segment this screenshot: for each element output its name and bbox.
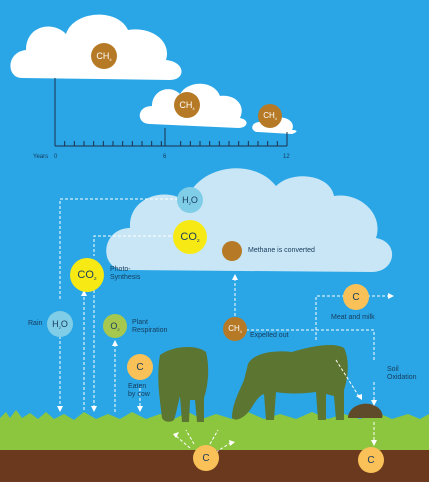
timeline-tick-12: 12 — [283, 154, 290, 160]
timeline-label: Years — [33, 154, 49, 160]
methane-converted-label: Methane is converted — [248, 247, 315, 254]
meat-and-milk-label: Meat and milk — [331, 314, 375, 321]
flow-arrowheads — [57, 274, 394, 446]
flow-arrows — [59, 198, 392, 453]
carbon-molecule-eaten: C — [127, 354, 153, 380]
water-vapor-molecule: H2O — [177, 187, 203, 213]
cow-grazing-right — [232, 345, 348, 420]
methane-conversion-circle — [222, 241, 242, 261]
plant-respiration-label: Plant Respiration — [132, 319, 168, 334]
methane-molecule-expelled: CH4 — [223, 317, 247, 341]
photosynthesis-label: Photo- Synthesis — [110, 266, 141, 281]
timeline-axis — [54, 78, 288, 147]
methane-molecule-year6: CH4 — [174, 92, 200, 118]
manure-pile — [348, 403, 383, 418]
water-molecule-rain: H2O — [47, 311, 73, 337]
co2-molecule-photosynthesis: CO2 — [70, 258, 104, 292]
cow-grazing-left — [158, 346, 209, 422]
timeline-tick-0: 0 — [54, 154, 58, 160]
rain-label: Rain — [28, 320, 43, 327]
methane-molecule-year12: CH4 — [258, 104, 282, 128]
co2-molecule-atmosphere: CO2 — [173, 220, 207, 254]
carbon-molecule-soil-right: C — [358, 447, 384, 473]
methane-molecule-year0: CH4 — [91, 43, 117, 69]
soil-oxidation-label: Soil Oxidation — [387, 366, 417, 381]
cloud-atmosphere — [106, 168, 393, 272]
oxygen-molecule: O2 — [103, 314, 127, 338]
eaten-by-cow-label: Eaten by cow — [128, 383, 150, 398]
carbon-molecule-soil-left: C — [193, 445, 219, 471]
carbon-molecule-meat-milk: C — [343, 284, 369, 310]
timeline-tick-6: 6 — [163, 154, 167, 160]
expelled-out-label: Expelled out — [250, 332, 289, 339]
